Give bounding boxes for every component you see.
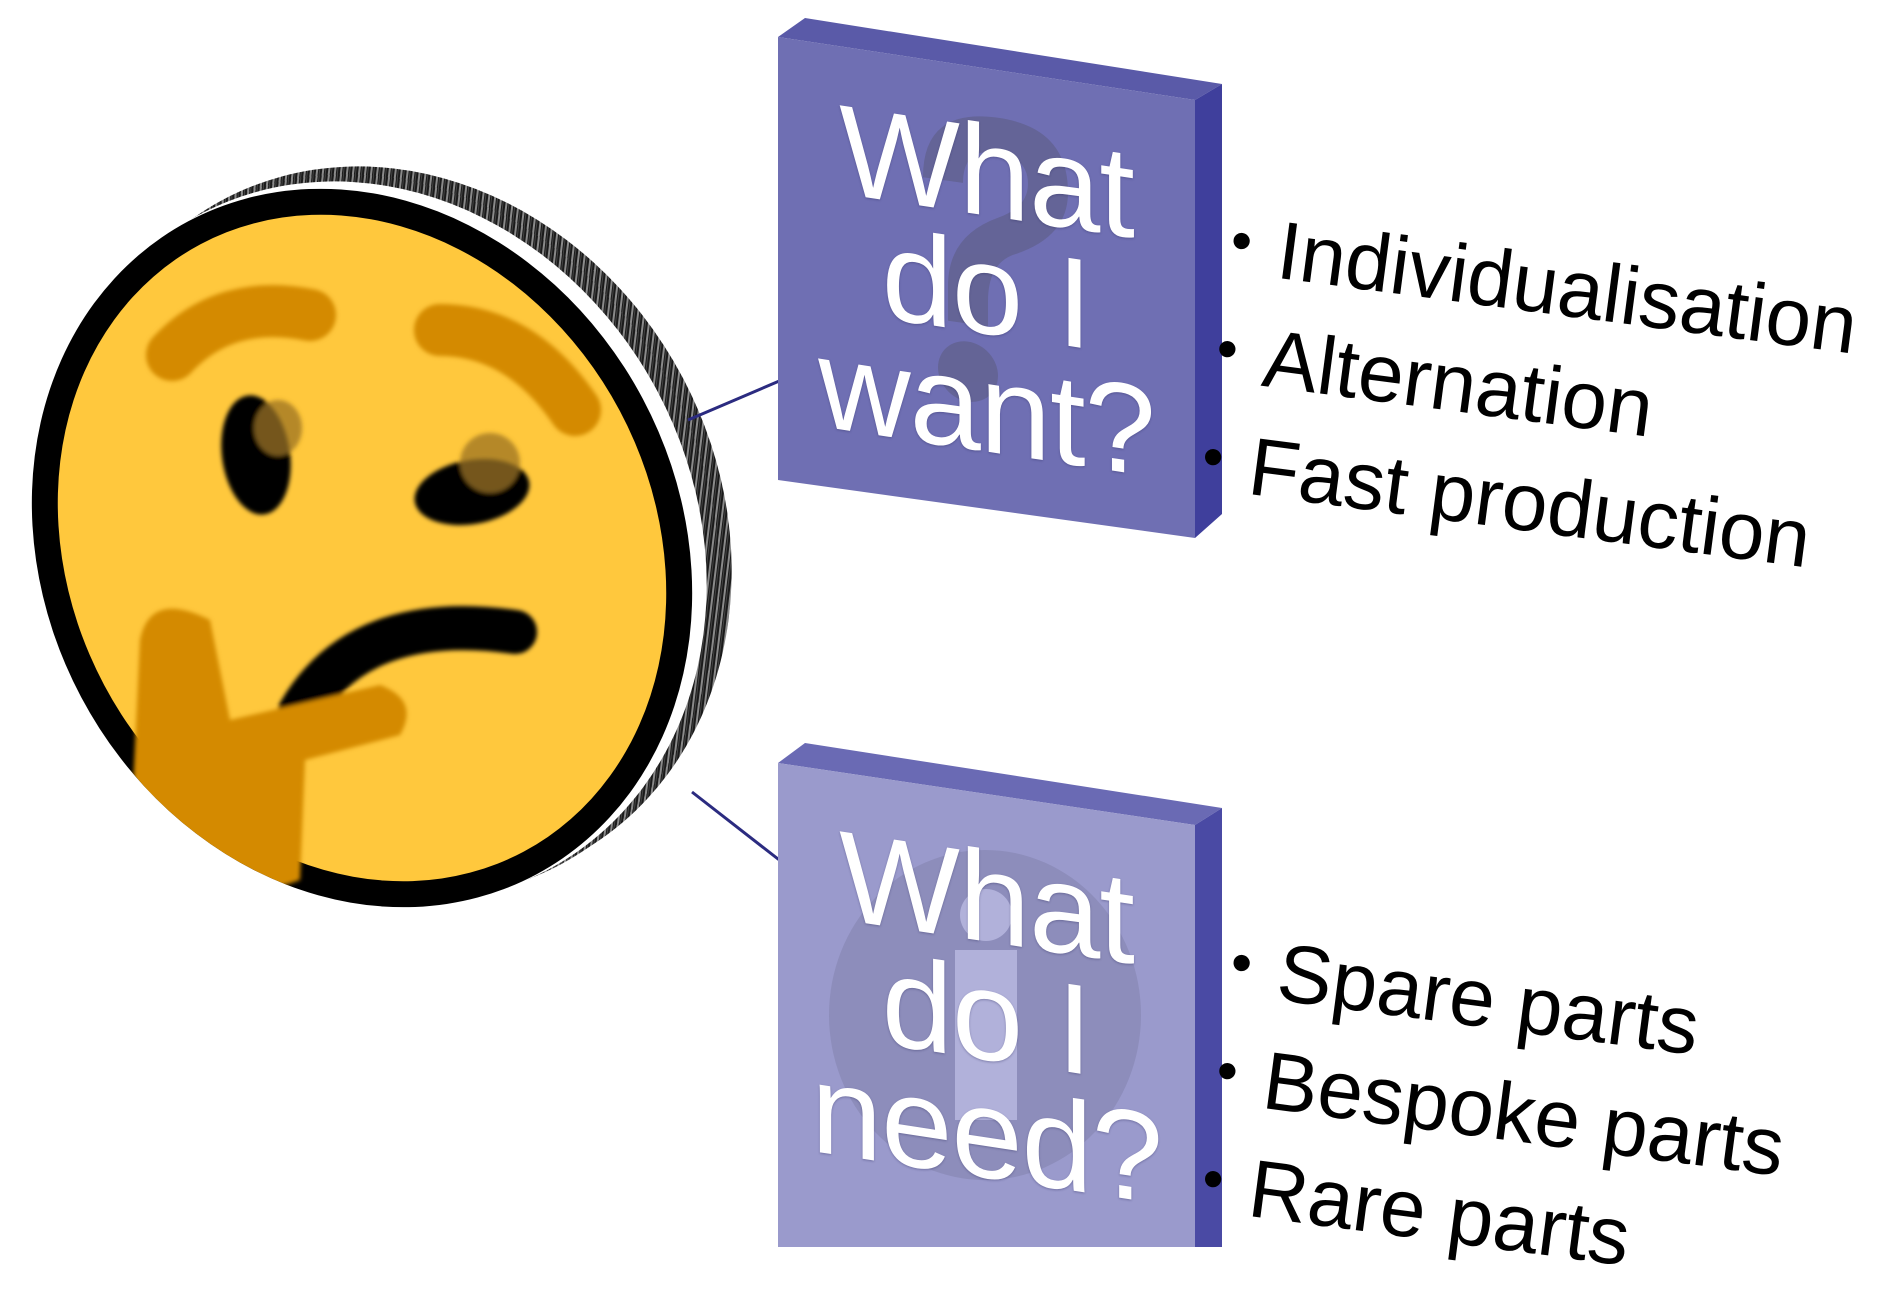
mouth — [278, 606, 537, 734]
connector-want — [687, 368, 806, 422]
connector-need — [691, 790, 806, 882]
face — [31, 188, 693, 908]
right-eyebrow — [414, 304, 601, 436]
diagram: What do I want? What do I need? — [0, 0, 1888, 1247]
hand — [130, 608, 407, 890]
thinking-face-icon — [31, 166, 806, 908]
left-eyebrow — [146, 285, 336, 381]
